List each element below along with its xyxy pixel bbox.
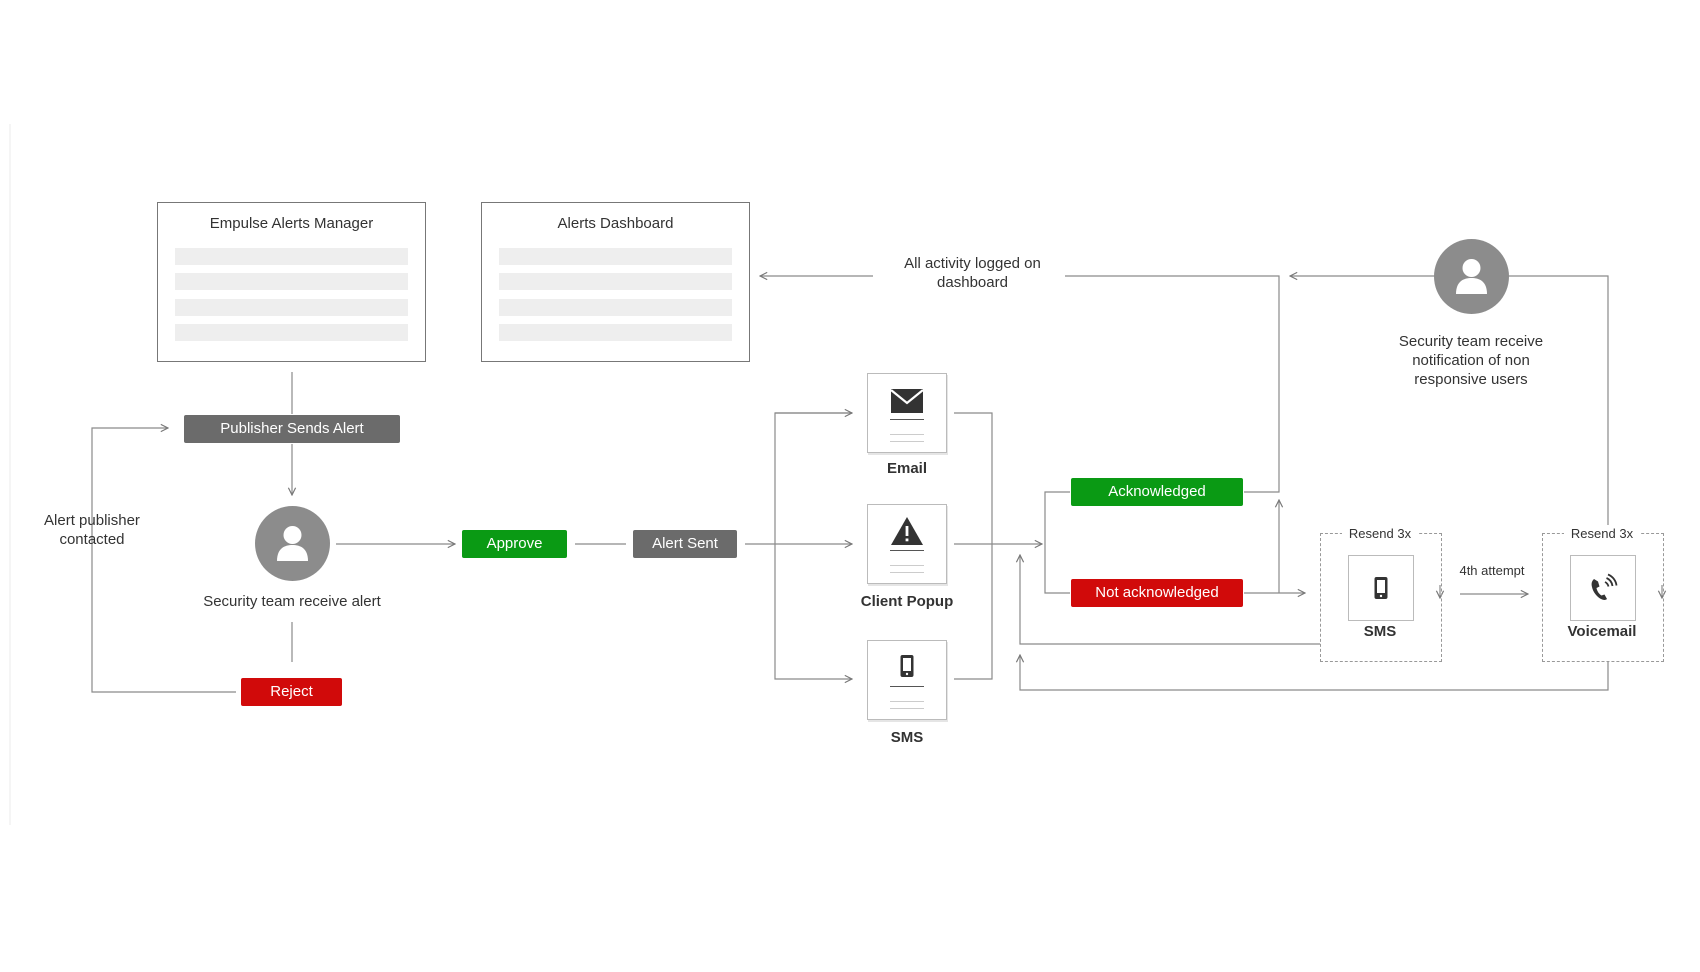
sms-resend-label: Resend 3x [1342, 525, 1418, 542]
alerts-dashboard-title: Alerts Dashboard [557, 215, 674, 232]
card-text-line [890, 434, 924, 435]
alerts-manager-panel: Empulse Alerts Manager [157, 202, 426, 362]
client-popup-channel-card [867, 504, 947, 584]
security-notification-label: Security team receive notification of no… [1398, 333, 1544, 388]
voicemail-resend-label: Resend 3x [1564, 525, 1640, 542]
security-receive-alert-label: Security team receive alert [203, 593, 381, 610]
alert-publisher-contacted-label: Alert publisher contacted [44, 512, 140, 548]
placeholder-row [175, 248, 408, 265]
email-channel-card [867, 373, 947, 453]
phone-ringing-icon [1591, 573, 1618, 600]
not-acknowledged-status: Not acknowledged [1071, 579, 1243, 607]
placeholder-row [175, 299, 408, 316]
card-text-line [890, 565, 924, 566]
placeholder-row [499, 248, 732, 265]
line-voicemail-to-security [1436, 275, 1609, 533]
sms-channel-label: SMS [890, 729, 924, 746]
alerts-manager-title: Empulse Alerts Manager [209, 215, 374, 232]
acknowledged-status: Acknowledged [1071, 478, 1243, 506]
card-divider [890, 550, 924, 551]
warning-icon [891, 517, 923, 545]
approve-button[interactable]: Approve [462, 530, 567, 558]
placeholder-row [175, 273, 408, 290]
security-team-avatar [255, 506, 330, 581]
card-text-line [890, 701, 924, 702]
email-channel-label: Email [886, 460, 928, 477]
security-team-notification-avatar [1434, 239, 1509, 314]
card-divider [890, 686, 924, 687]
voicemail-resend-title: Voicemail [1567, 623, 1637, 640]
line-sms-loop [1020, 555, 1320, 645]
placeholder-row [499, 324, 732, 341]
line-reject-to-publisher [91, 428, 236, 693]
voicemail-resend-card [1570, 555, 1636, 621]
placeholder-row [499, 299, 732, 316]
line-voicemail-loop [1020, 655, 1609, 691]
card-text-line [890, 708, 924, 709]
alert-sent-tag: Alert Sent [633, 530, 737, 558]
person-icon [1456, 259, 1487, 294]
placeholder-row [175, 324, 408, 341]
person-icon [277, 526, 308, 561]
card-text-line [890, 441, 924, 442]
placeholder-row [499, 273, 732, 290]
line-fan-email-sms [774, 412, 852, 679]
reject-button[interactable]: Reject [241, 678, 342, 706]
card-divider [890, 419, 924, 420]
envelope-icon [890, 389, 924, 413]
card-text-line [890, 572, 924, 573]
mobile-phone-icon [1374, 577, 1388, 599]
sms-resend-card [1348, 555, 1414, 621]
fourth-attempt-label: 4th attempt [1459, 563, 1525, 578]
line-gather [954, 412, 993, 680]
client-popup-channel-label: Client Popup [860, 593, 954, 610]
line-ack-to-dashboard [1065, 275, 1280, 493]
sms-resend-title: SMS [1363, 623, 1397, 640]
mobile-phone-icon [900, 655, 914, 677]
activity-logged-label: All activity logged on dashboard [904, 255, 1041, 291]
line-split [1044, 491, 1070, 594]
sms-channel-card [867, 640, 947, 720]
publisher-sends-alert-tag: Publisher Sends Alert [184, 415, 400, 443]
alerts-dashboard-panel: Alerts Dashboard [481, 202, 750, 362]
